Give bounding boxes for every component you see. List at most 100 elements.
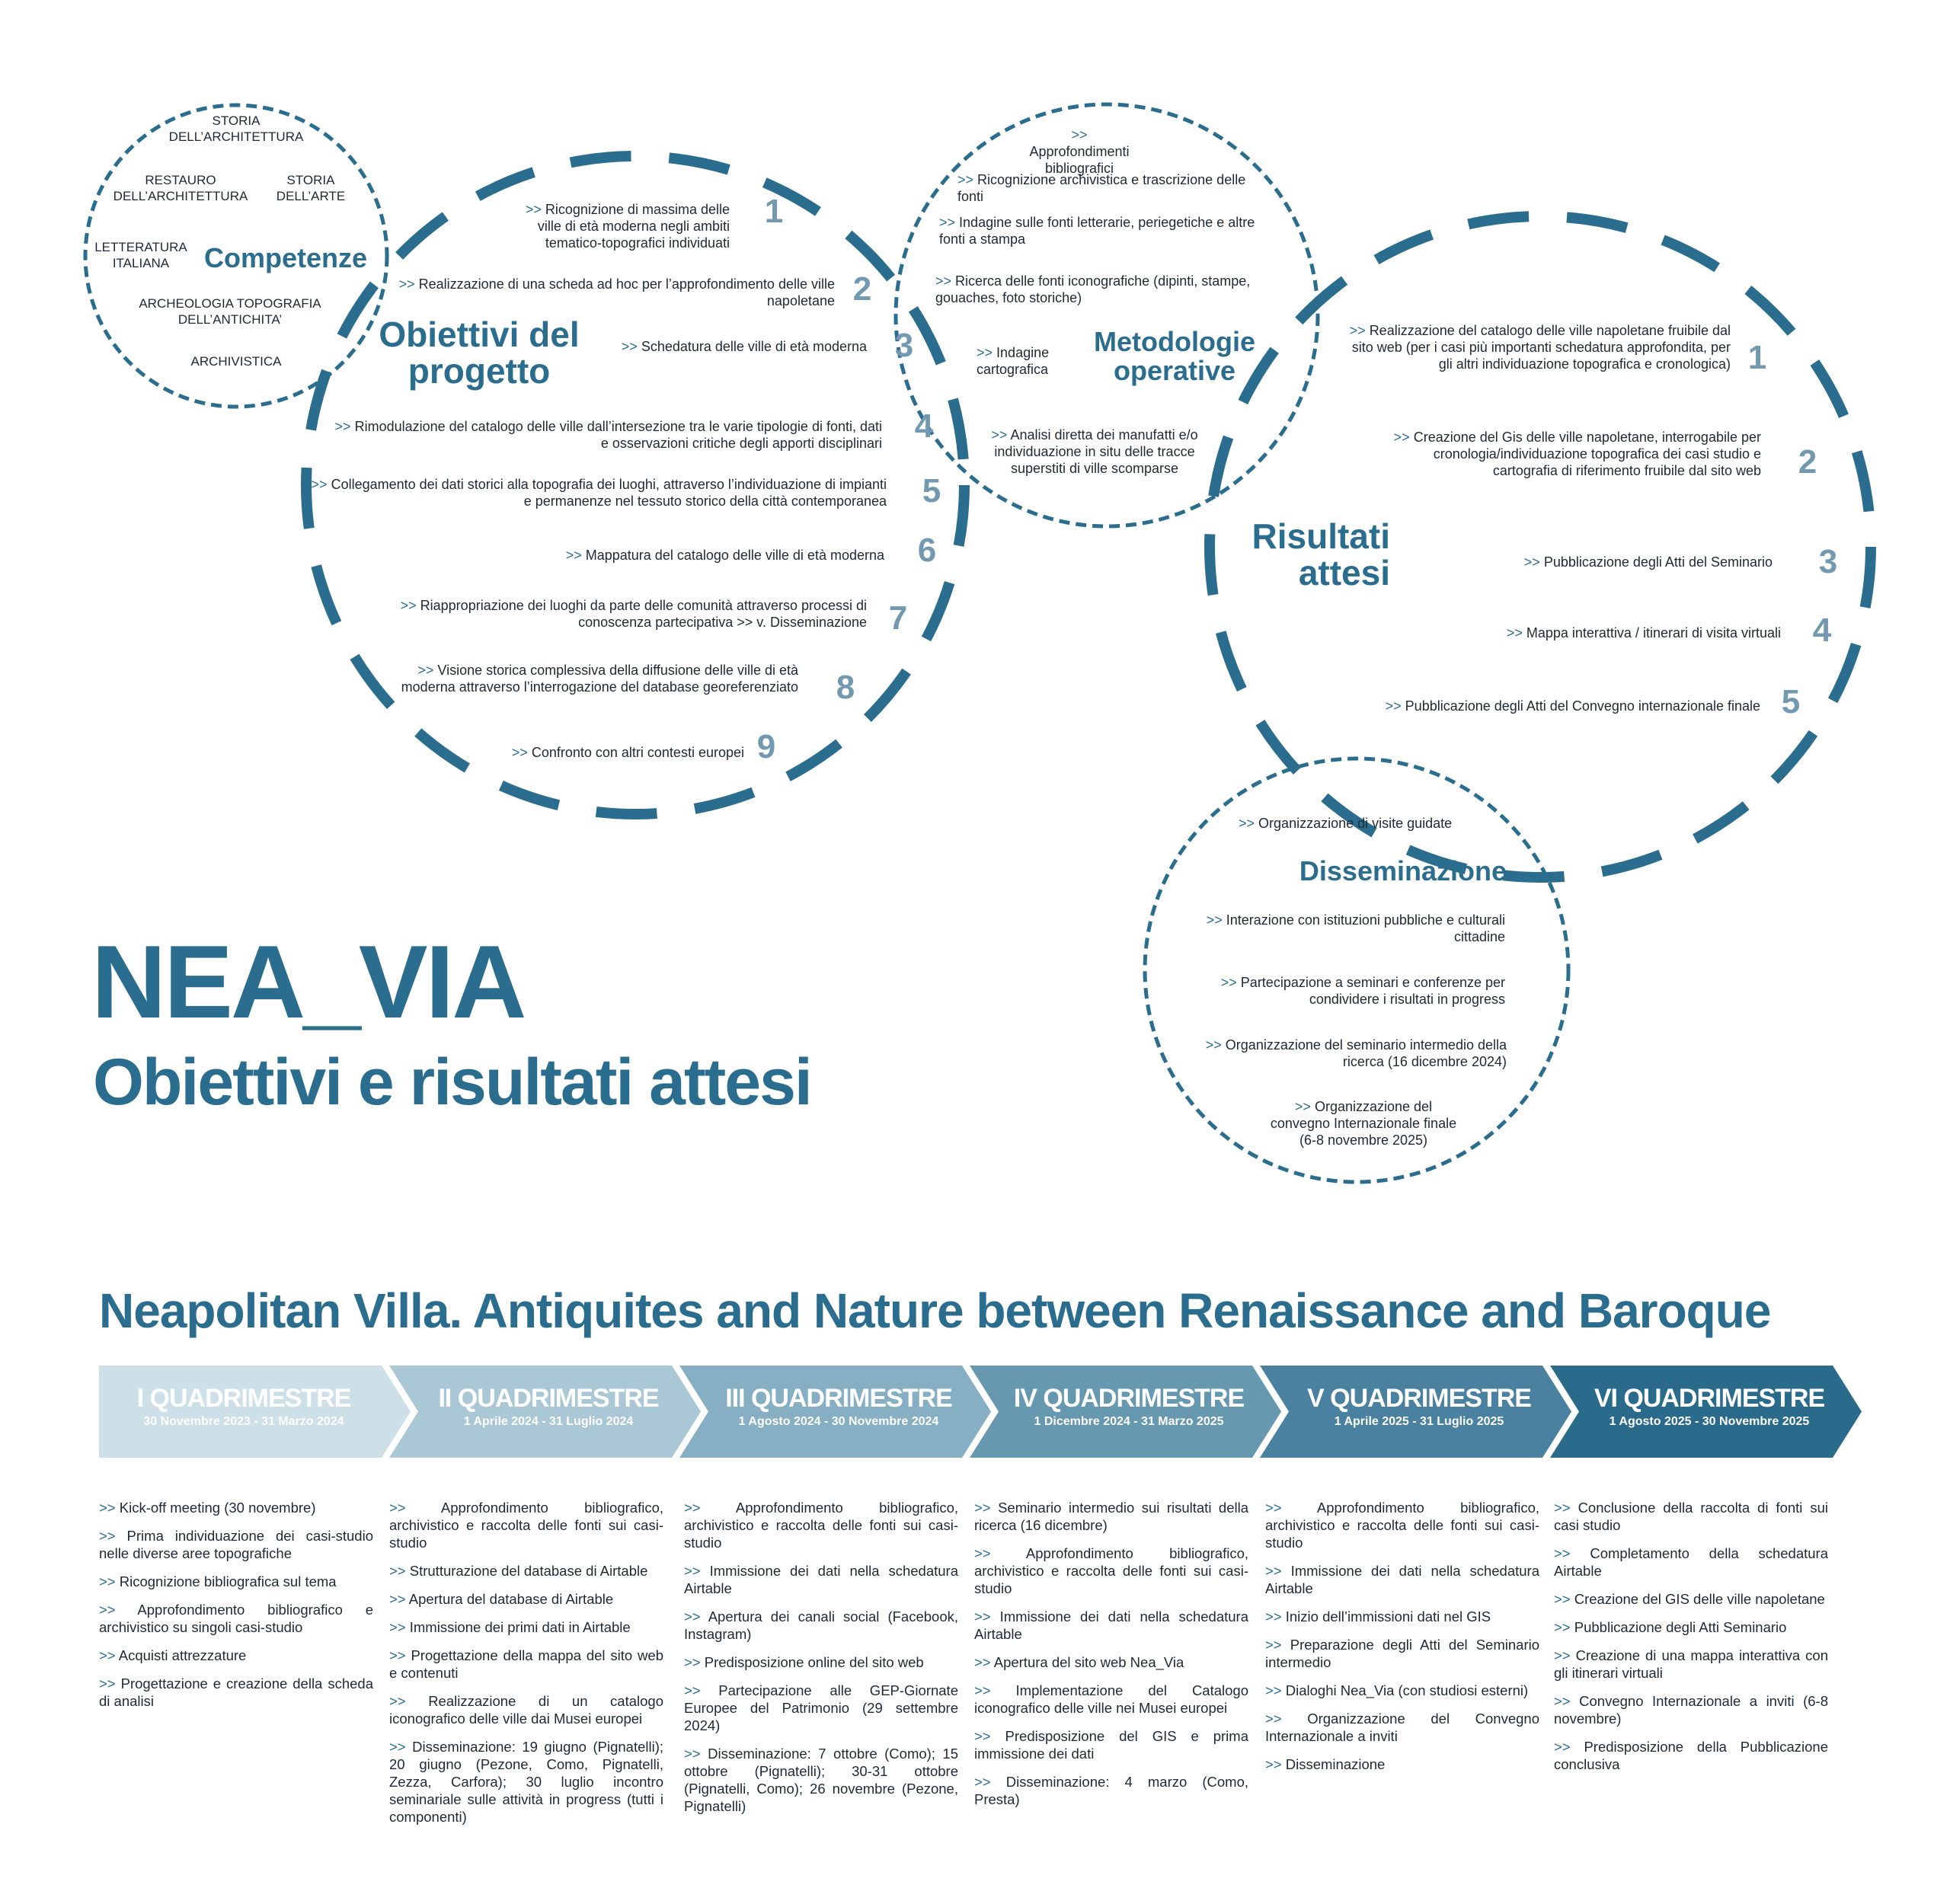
arrow-icon: >> [974,1654,991,1670]
competenza-item: ARCHEOLOGIA TOPOGRAFIA DELL’ANTICHITA’ [139,296,321,327]
phase-dates: 1 Aprile 2025 - 31 Luglio 2025 [1334,1415,1504,1428]
item-text: Realizzazione del catalogo delle ville n… [1351,323,1731,372]
arrow-icon: >> [389,1647,406,1663]
arrow-icon: >> [1071,127,1088,142]
item-text: Apertura del sito web Nea_Via [993,1654,1184,1670]
competenza-item: LETTERATURA ITALIANA [94,240,187,270]
metodologie-heading: Metodologie operative [1094,327,1255,385]
arrow-icon: >> [99,1528,116,1544]
item-text: Visione storica complessiva della diffus… [401,663,798,695]
activity-item: >> Apertura del database di Airtable [389,1590,663,1608]
item-text: Predisposizione del GIS e prima immissio… [974,1728,1248,1762]
activity-item: >> Immissione dei primi dati in Airtable [389,1618,663,1636]
obiettivo-item: >> Ricognizione di massima delle ville d… [509,201,730,251]
metodologia-item: >> Indagine cartografica [977,344,1068,378]
activity-item: >> Predisposizione della Pubblicazione c… [1554,1738,1828,1773]
item-text: Organizzazione del Convegno Internaziona… [1265,1711,1539,1744]
arrow-icon: >> [389,1500,406,1516]
arrow-icon: >> [974,1774,991,1790]
risultato-item: >> Pubblicazione degli Atti del Seminari… [1468,554,1773,570]
item-text: Pubblicazione degli Atti Seminario [1574,1619,1787,1635]
activity-item: >> Approfondimento bibliografico, archiv… [389,1499,663,1551]
activity-item: >> Approfondimento bibliografico, archiv… [974,1545,1248,1597]
item-text: Immissione dei dati nella schedatura Air… [974,1608,1249,1642]
arrow-icon: >> [684,1746,701,1762]
item-number: 8 [836,669,855,706]
arrow-icon: >> [334,419,351,434]
item-text: Apertura dei canali social (Facebook, In… [684,1608,959,1642]
activity-item: >> Kick-off meeting (30 novembre) [99,1499,373,1516]
item-text: Approfondimenti bibliografici [1029,144,1130,176]
phase-chevron [1260,1366,1571,1458]
activity-item: >> Progettazione e creazione della sched… [99,1675,373,1710]
item-text: Ricognizione bibliografica sul tema [119,1573,337,1589]
disseminazione-item: >> Organizzazione di visite guidate [1239,815,1482,832]
obiettivi-heading: Obiettivi del progetto [379,316,579,390]
activity-item: >> Predisposizione del GIS e prima immis… [974,1727,1248,1762]
metodologia-item: >> Ricognizione archivistica e trascrizi… [957,171,1262,205]
project-title: NEA_VIA [91,924,526,1040]
metodologia-item: >> Approfondimenti bibliografici [1026,126,1133,177]
arrow-icon: >> [991,427,1008,442]
obiettivo-item: >> Visione storica complessiva della dif… [387,662,798,695]
item-text: Immissione dei dati nella schedatura Air… [1265,1563,1540,1596]
item-text: Disseminazione: 7 ottobre (Como); 15 ott… [684,1746,958,1814]
activity-item: >> Predisposizione online del sito web [684,1653,958,1671]
arrow-icon: >> [1554,1619,1571,1635]
item-text: Realizzazione di una scheda ad hoc per l… [418,276,835,308]
arrow-icon: >> [684,1654,701,1670]
item-text: Inizio dell’immissioni dati nel GIS [1285,1608,1491,1624]
arrow-icon: >> [1265,1608,1282,1624]
phase-title: V QUADRIMESTRE [1307,1384,1532,1413]
item-text: Apertura del database di Airtable [408,1591,614,1607]
obiettivo-item: >> Collegamento dei dati storici alla to… [308,476,887,510]
item-number: 9 [756,728,776,765]
arrow-icon: >> [389,1563,406,1579]
arrow-icon: >> [684,1500,701,1516]
disseminazione-item: >> Organizzazione del seminario intermed… [1179,1037,1507,1070]
phase-title: II QUADRIMESTRE [438,1384,659,1413]
arrow-icon: >> [974,1608,991,1624]
metodologia-item: >> Ricerca delle fonti iconografiche (di… [935,273,1286,306]
phase-chevron [679,1366,991,1458]
item-text: Ricognizione di massima delle ville di e… [537,202,730,251]
item-text: Progettazione e creazione della scheda d… [99,1676,374,1709]
item-text: Dialoghi Nea_Via (con studiosi esterni) [1285,1682,1529,1698]
item-text: Collegamento dei dati storici alla topog… [331,477,887,509]
item-text: Approfondimento bibliografico, archivist… [1265,1500,1540,1551]
activity-item: >> Apertura del sito web Nea_Via [974,1653,1248,1671]
arrow-icon: >> [99,1573,116,1589]
activity-item: >> Creazione di una mappa interattiva co… [1554,1647,1828,1682]
arrow-icon: >> [1393,430,1410,445]
activity-item: >> Approfondimento bibliografico e archi… [99,1601,373,1636]
heading-line: Metodologie [1094,326,1255,357]
item-text: Schedatura delle ville di età moderna [641,339,867,354]
obiettivo-item: >> Riappropriazione dei luoghi da parte … [349,597,867,631]
arrow-icon: >> [1554,1693,1571,1709]
arrow-icon: >> [417,663,434,678]
item-text: Convegno Internazionale a inviti (6-8 no… [1554,1693,1828,1727]
arrow-icon: >> [389,1619,406,1635]
item-text: Mappatura del catalogo delle ville di et… [585,548,884,563]
activity-item: >> Completamento della schedatura Airtab… [1554,1545,1828,1580]
arrow-icon: >> [99,1500,116,1516]
competenze-heading: Competenze [204,242,368,273]
activity-item: >> Organizzazione del Convegno Internazi… [1265,1710,1539,1745]
metodologia-item: >> Analisi diretta dei manufatti e/o ind… [973,426,1216,477]
activity-item: >> Immissione dei dati nella schedatura … [684,1562,958,1597]
phase-chevron [1550,1366,1862,1458]
arrow-icon: >> [974,1545,991,1561]
item-text: Mappa interattiva / itinerari di visita … [1526,625,1781,641]
disseminazione-circle [1143,756,1571,1184]
phase-column: >> Approfondimento bibliografico, archiv… [389,1499,663,1836]
arrow-icon: >> [974,1500,991,1516]
metodologia-item: >> Indagine sulle fonti letterarie, peri… [939,214,1267,248]
risultato-item: >> Pubblicazione degli Atti del Convegno… [1341,698,1760,714]
item-text: Completamento della schedatura Airtable [1554,1545,1829,1579]
item-text: Ricognizione archivistica e trascrizione… [957,172,1246,204]
phase-header: V QUADRIMESTRE 1 Aprile 2025 - 31 Luglio … [1274,1384,1564,1429]
arrow-icon: >> [1265,1563,1282,1579]
